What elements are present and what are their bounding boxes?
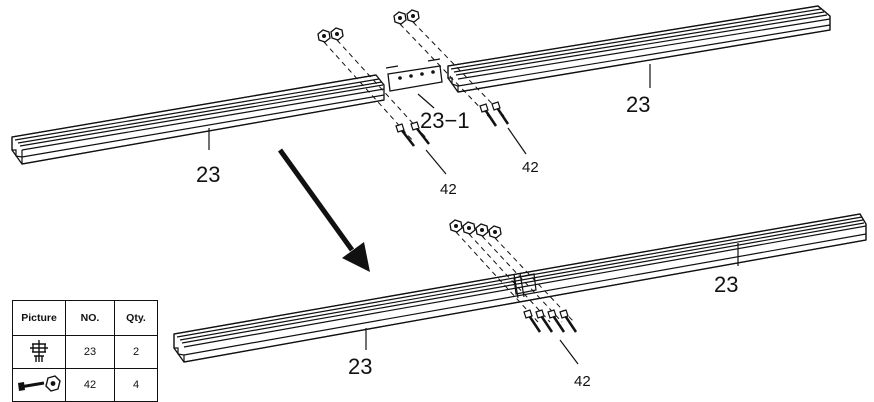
rail-profile-icon [30,339,48,362]
part-qty: 2 [114,335,158,369]
rail-top-left [11,74,385,165]
callout-rail-bottom-left: 23 [348,354,372,379]
nut-icon [488,225,502,239]
rail-top-right [447,5,831,93]
callout-rail-bottom-right: 23 [714,272,738,297]
nut-icon [406,9,420,23]
nut-icon [449,219,463,233]
assembly-guides-bottom [455,231,575,323]
nuts-top [317,9,420,43]
bolts-top [395,101,510,147]
bolt-nut-icon [18,374,61,392]
parts-table: Picture NO. Qty. 23 2 42 4 [12,300,158,402]
nut-icon [317,29,331,43]
nut-icon [330,27,344,41]
bolts-bottom [523,309,578,333]
header-no: NO. [65,300,115,336]
part-qty: 4 [114,368,158,402]
callout-rail-top-right: 23 [626,92,650,117]
header-qty: Qty. [114,300,158,336]
nut-icon [393,11,407,25]
header-picture: Picture [12,300,66,336]
callout-rail-top-left: 23 [196,162,220,187]
part-no: 42 [65,368,115,402]
rail-bottom-assembled [173,213,867,363]
callout-connector: 23−1 [420,108,470,133]
direction-arrow [277,148,370,272]
picture-cell [12,335,66,369]
nuts-bottom [449,219,502,239]
table-row: 42 4 [12,368,158,402]
callout-bolts-bottom: 42 [574,373,591,390]
table-row: 23 2 [12,335,158,369]
nut-icon [475,223,489,237]
callout-bolts-left: 42 [440,181,457,198]
nut-icon [462,221,476,235]
connector-plate [385,58,443,92]
parts-table-header: Picture NO. Qty. [12,300,158,336]
picture-cell [12,368,66,402]
part-no: 23 [65,335,115,369]
callout-bolts-right: 42 [522,159,539,176]
